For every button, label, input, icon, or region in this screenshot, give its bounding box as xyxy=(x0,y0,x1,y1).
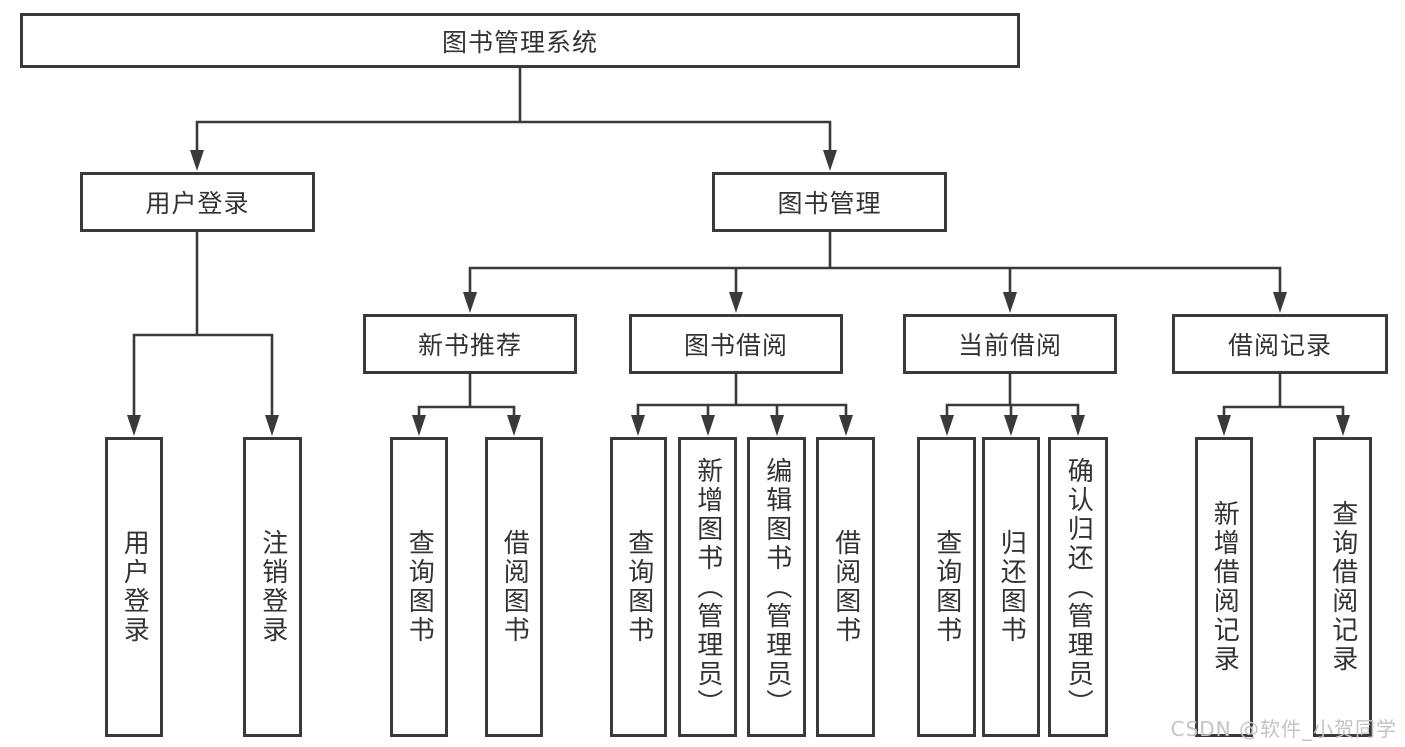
arrow-down-icon xyxy=(940,415,954,436)
node-label: 新增图书（管理员） xyxy=(692,456,723,718)
leaf-user-login: 用户登录 xyxy=(105,437,163,737)
node-label: 查询图书 xyxy=(623,529,654,645)
leaf-return-books: 归还图书 xyxy=(982,437,1040,737)
arrow-down-icon xyxy=(507,415,521,436)
node-book-borrowing: 图书借阅 xyxy=(629,314,843,374)
leaf-borrow-books-borrowing: 借阅图书 xyxy=(816,437,875,737)
node-user-login: 用户登录 xyxy=(80,172,315,232)
arrow-down-icon xyxy=(1003,292,1017,313)
arrow-down-icon xyxy=(463,292,477,313)
arrow-down-icon xyxy=(770,415,784,436)
node-book-management: 图书管理 xyxy=(712,172,947,232)
connector-borrowing-records-to-leaves xyxy=(1217,372,1350,436)
node-label: 借阅图书 xyxy=(830,529,861,645)
arrow-down-icon xyxy=(1273,292,1287,313)
node-label: 查询图书 xyxy=(931,529,962,645)
arrow-down-icon xyxy=(265,415,279,436)
node-current-borrowing: 当前借阅 xyxy=(903,314,1117,374)
node-label: 当前借阅 xyxy=(957,331,1062,360)
node-label: 用户登录 xyxy=(145,189,250,218)
leaf-confirm-return-admin: 确认归还（管理员） xyxy=(1048,437,1108,737)
leaf-add-books-admin: 新增图书（管理员） xyxy=(678,437,737,737)
arrow-down-icon xyxy=(729,292,743,313)
node-label: 图书管理系统 xyxy=(441,27,598,57)
arrow-down-icon xyxy=(1004,415,1018,436)
node-label: 查询图书 xyxy=(404,529,435,645)
node-label: 新增借阅记录 xyxy=(1209,500,1240,674)
arrow-down-icon xyxy=(701,415,715,436)
node-label: 图书借阅 xyxy=(683,331,788,360)
arrow-down-icon xyxy=(190,150,204,171)
arrow-down-icon xyxy=(1336,415,1350,436)
connector-new-book-recommendation-to-leaves xyxy=(412,372,521,436)
node-new-book-recommendation: 新书推荐 xyxy=(363,314,577,374)
node-label: 图书管理 xyxy=(777,189,882,218)
arrow-down-icon xyxy=(823,150,837,171)
node-label: 确认归还（管理员） xyxy=(1063,456,1094,718)
leaf-query-books-borrowing: 查询图书 xyxy=(610,437,667,737)
arrow-down-icon xyxy=(1217,415,1231,436)
node-label: 归还图书 xyxy=(996,529,1027,645)
leaf-query-books-recommend: 查询图书 xyxy=(390,437,448,737)
arrow-down-icon xyxy=(127,415,141,436)
connector-root-to-level2 xyxy=(190,66,837,171)
node-label: 借阅记录 xyxy=(1227,331,1332,360)
connector-user-login-to-leaves xyxy=(127,230,279,436)
node-label: 查询借阅记录 xyxy=(1327,500,1358,674)
watermark: CSDN @软件_小贺同学 xyxy=(1170,717,1397,741)
arrow-down-icon xyxy=(631,415,645,436)
arrow-down-icon xyxy=(839,415,853,436)
node-label: 注销登录 xyxy=(257,529,288,645)
node-label: 用户登录 xyxy=(119,529,150,645)
node-label: 借阅图书 xyxy=(499,529,530,645)
node-label: 编辑图书（管理员） xyxy=(761,456,792,718)
connector-current-borrowing-to-leaves xyxy=(940,372,1085,436)
arrow-down-icon xyxy=(412,415,426,436)
node-library-system: 图书管理系统 xyxy=(20,13,1020,68)
leaf-borrow-books-recommend: 借阅图书 xyxy=(485,437,543,737)
node-label: 新书推荐 xyxy=(417,331,522,360)
leaf-logout: 注销登录 xyxy=(243,437,302,737)
leaf-query-borrow-record: 查询借阅记录 xyxy=(1313,437,1372,737)
connector-book-borrowing-to-leaves xyxy=(631,372,853,436)
leaf-edit-books-admin: 编辑图书（管理员） xyxy=(747,437,806,737)
arrow-down-icon xyxy=(1071,415,1085,436)
node-borrowing-records: 借阅记录 xyxy=(1172,314,1388,374)
leaf-query-books-current: 查询图书 xyxy=(917,437,976,737)
connector-book-management-to-level3 xyxy=(463,230,1287,313)
leaf-add-borrow-record: 新增借阅记录 xyxy=(1195,437,1253,737)
